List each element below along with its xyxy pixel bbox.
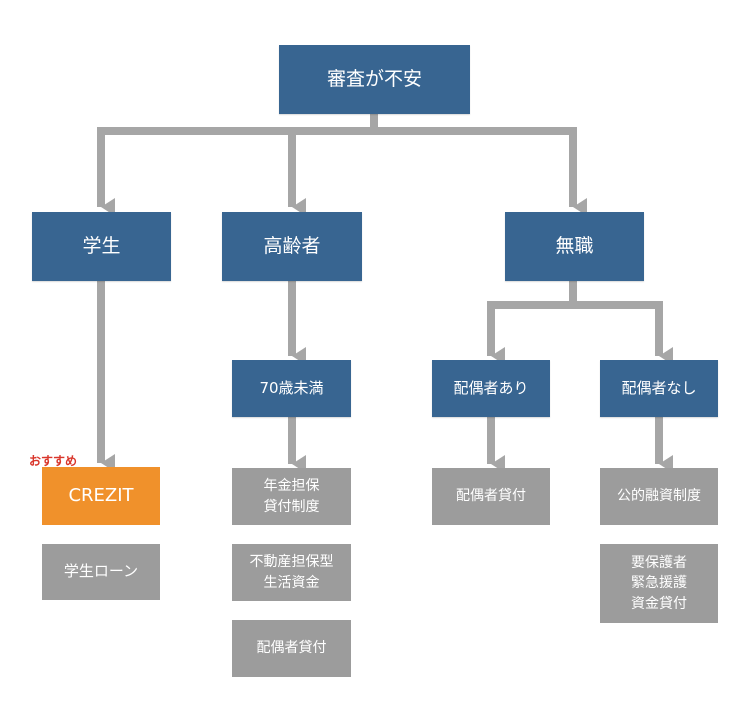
- subcategory-under-70: 70歳未満: [232, 360, 351, 417]
- result-real-estate-loan[interactable]: 不動産担保型 生活資金: [232, 544, 351, 601]
- result-emergency-loan[interactable]: 要保護者 緊急援護 資金貸付: [600, 544, 718, 623]
- category-student: 学生: [32, 212, 171, 281]
- category-unemployed: 無職: [505, 212, 644, 281]
- result-spouse-loan[interactable]: 配偶者貸付: [432, 468, 550, 525]
- recommend-label: おすすめ: [29, 454, 78, 468]
- result-public-loan[interactable]: 公的融資制度: [600, 468, 718, 525]
- result-crezit[interactable]: CREZIT: [42, 467, 160, 525]
- root-node: 審査が不安: [279, 45, 470, 114]
- category-elderly: 高齢者: [222, 212, 362, 281]
- result-student-loan[interactable]: 学生ローン: [42, 544, 160, 600]
- result-pension-loan[interactable]: 年金担保 貸付制度: [232, 468, 351, 525]
- subcategory-with-spouse: 配偶者あり: [432, 360, 550, 417]
- subcategory-without-spouse: 配偶者なし: [600, 360, 718, 417]
- result-spouse-loan-elderly[interactable]: 配偶者貸付: [232, 620, 351, 677]
